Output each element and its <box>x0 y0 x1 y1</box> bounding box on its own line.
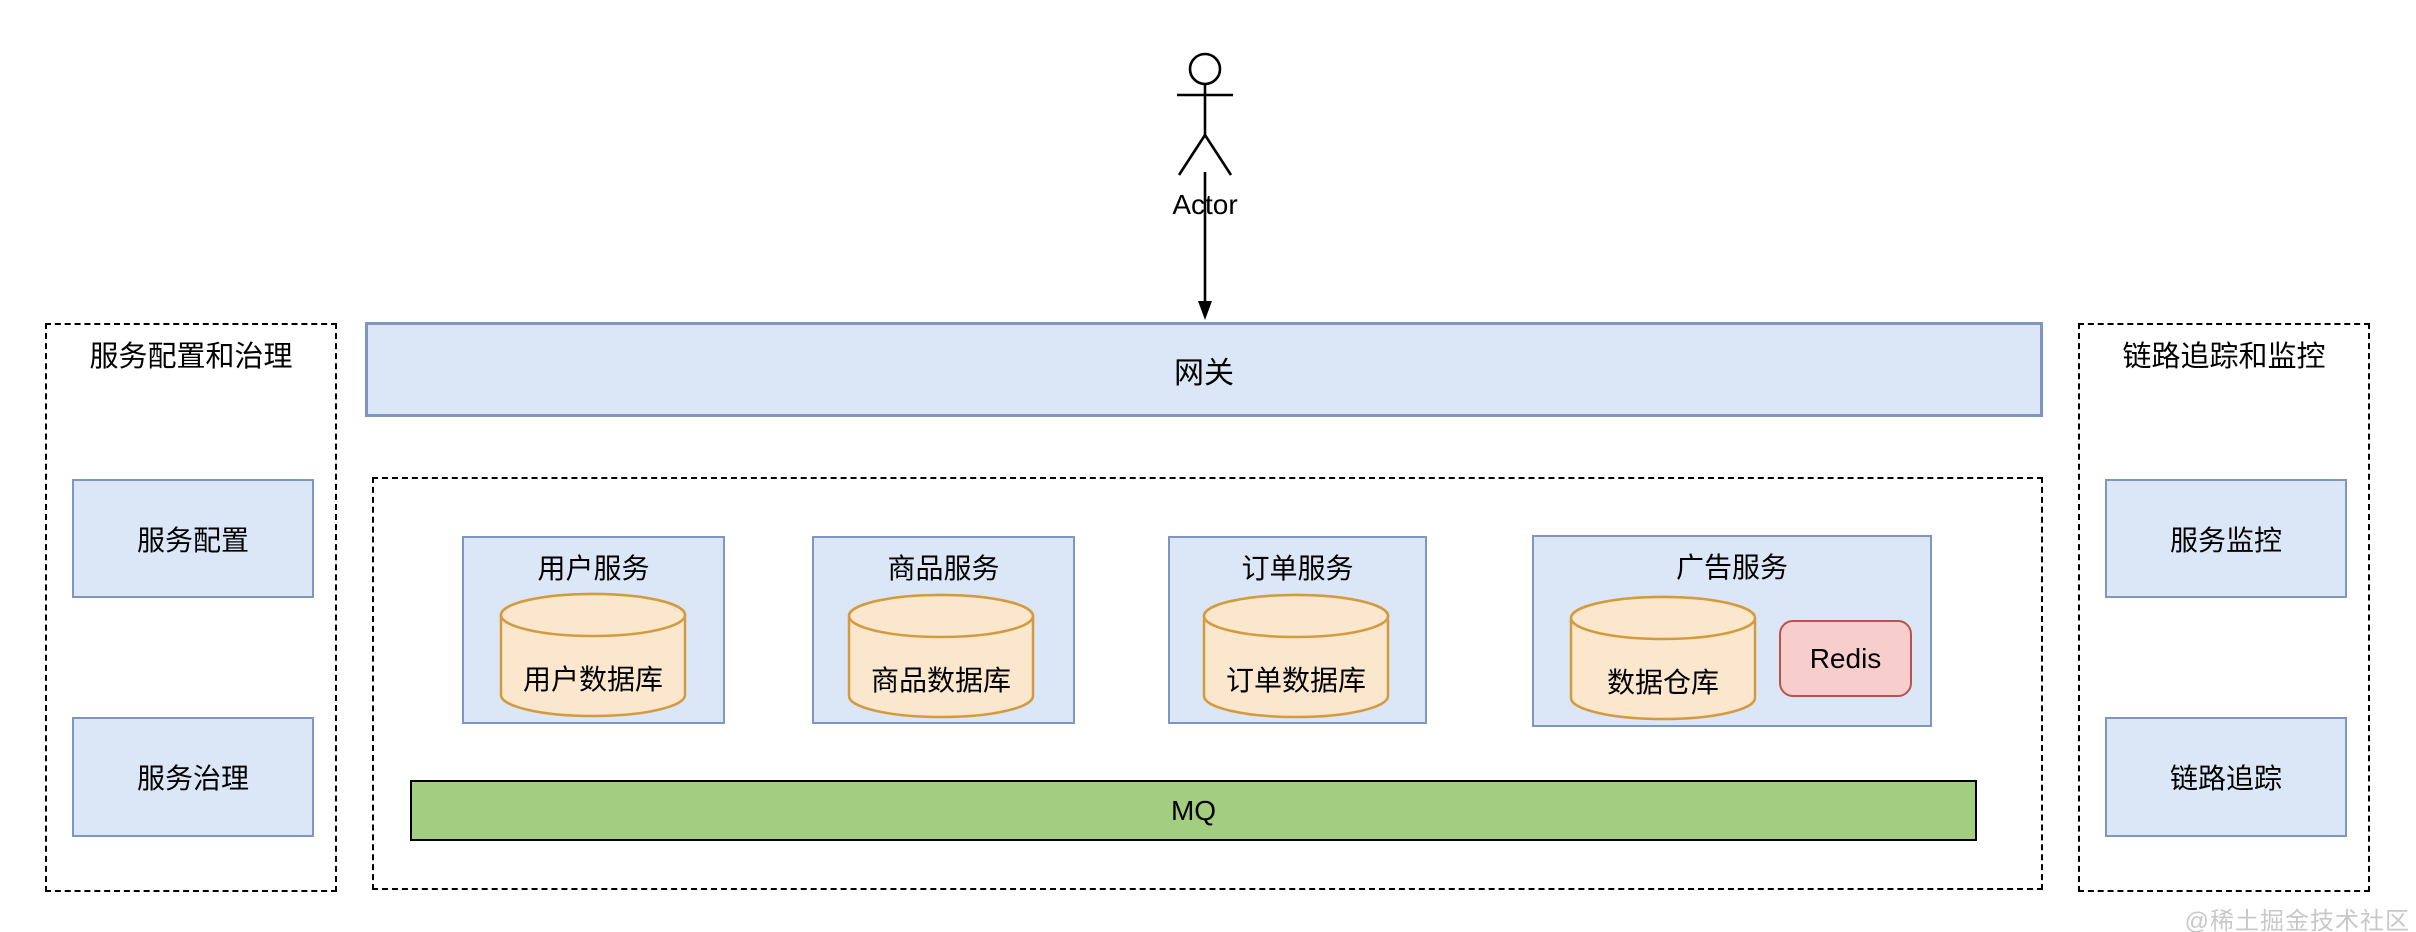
service-box-order: 订单服务 订单数据库 <box>1168 536 1427 724</box>
service-box-product: 商品服务 商品数据库 <box>812 536 1075 724</box>
database-icon <box>847 593 1035 719</box>
service-governance-label: 服务治理 <box>136 763 249 794</box>
watermark: @稀土掘金技术社区 <box>2184 908 2410 932</box>
database-icon <box>499 592 687 718</box>
mq-label: MQ <box>1170 794 1217 826</box>
database-label-wrap: 用户数据库 <box>499 592 687 718</box>
gateway-label: 网关 <box>1174 356 1234 390</box>
link-tracing-box: 链路追踪 <box>2105 717 2347 837</box>
redis-label: Redis <box>1809 642 1882 674</box>
database-label-wrap: 订单数据库 <box>1202 593 1390 719</box>
service-product-title: 商品服务 <box>887 553 1000 584</box>
mq-bar: MQ <box>410 780 1977 841</box>
service-user-title: 用户服务 <box>537 553 650 584</box>
redis-box: Redis <box>1779 620 1912 697</box>
actor-icon <box>1177 52 1233 176</box>
service-monitoring-box: 服务监控 <box>2105 479 2347 598</box>
order-database-label: 订单数据库 <box>1225 665 1366 696</box>
service-box-ad: 广告服务 数据仓库 Redis <box>1532 535 1932 727</box>
product-database-label: 商品数据库 <box>870 665 1011 696</box>
service-box-user: 用户服务 用户数据库 <box>462 536 725 724</box>
service-governance-box: 服务治理 <box>72 717 314 837</box>
config-governance-panel-title: 服务配置和治理 <box>89 341 293 373</box>
service-config-box: 服务配置 <box>72 479 314 598</box>
actor-label: Actor <box>1172 189 1238 220</box>
tracing-monitoring-panel: 链路追踪和监控 服务监控 链路追踪 <box>2078 323 2370 892</box>
database-label-wrap: 商品数据库 <box>847 593 1035 719</box>
service-order-title: 订单服务 <box>1241 553 1354 584</box>
database-icon <box>1569 595 1757 721</box>
database-icon <box>1202 593 1390 719</box>
service-monitoring-label: 服务监控 <box>2169 524 2282 556</box>
user-database-label: 用户数据库 <box>522 664 663 695</box>
database-label-wrap: 数据仓库 <box>1569 595 1757 721</box>
services-container <box>372 477 2043 890</box>
service-config-label: 服务配置 <box>136 524 249 556</box>
arrow-down-icon <box>1198 172 1212 320</box>
tracing-monitoring-panel-title: 链路追踪和监控 <box>2122 341 2326 373</box>
gateway-box: 网关 <box>365 322 2043 417</box>
link-tracing-label: 链路追踪 <box>2169 763 2282 794</box>
config-governance-panel: 服务配置和治理 服务配置 服务治理 <box>45 323 337 892</box>
data-warehouse-label: 数据仓库 <box>1606 667 1719 698</box>
service-ad-title: 广告服务 <box>1675 552 1788 583</box>
